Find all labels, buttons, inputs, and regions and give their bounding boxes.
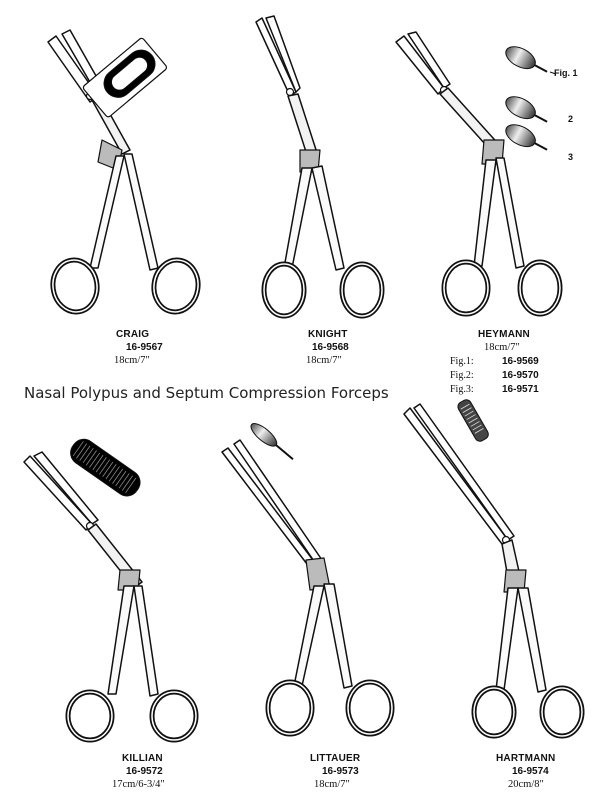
killian-forceps-drawing — [23, 438, 199, 743]
fig-tag-1: Fig. 1 — [554, 68, 578, 78]
instrument-name: CRAIG — [116, 329, 150, 340]
instrument-name: LITTAUER — [310, 753, 361, 764]
craig-label: CRAIG 16-9567 18cm/7" — [114, 328, 163, 367]
heymann-fig-1: Fig.1: 16-9569 — [450, 356, 539, 367]
heymann-fig-2: Fig.2: 16-9570 — [450, 370, 539, 381]
fig-label: Fig.1: — [450, 356, 474, 367]
instrument-name: KNIGHT — [308, 329, 348, 340]
instrument-code: 16-9574 — [512, 766, 549, 777]
fig-label: Fig.2: — [450, 370, 474, 381]
fig-label: Fig.3: — [450, 384, 474, 395]
instrument-code: 16-9573 — [322, 766, 359, 777]
craig-forceps-drawing — [47, 29, 201, 315]
instrument-name: HARTMANN — [496, 753, 556, 764]
hartmann-label: HARTMANN 16-9574 20cm/8" — [496, 752, 555, 791]
fig-code: 16-9571 — [502, 384, 539, 395]
knight-forceps-drawing — [255, 15, 385, 319]
instrument-size: 18cm/7" — [306, 355, 342, 366]
fig-code: 16-9569 — [502, 356, 539, 367]
heymann-fig-3: Fig.3: 16-9571 — [450, 384, 539, 395]
heymann-label: HEYMANN 18cm/7" — [478, 328, 530, 354]
killian-label: KILLIAN 16-9572 17cm/6-3/4" — [112, 752, 165, 791]
instrument-size: 17cm/6-3/4" — [112, 779, 165, 790]
instrument-size: 18cm/7" — [114, 355, 150, 366]
instrument-code: 16-9567 — [126, 342, 163, 353]
knight-label: KNIGHT 16-9568 18cm/7" — [306, 328, 349, 367]
instrument-size: 18cm/7" — [314, 779, 350, 790]
instrument-size: 18cm/7" — [484, 342, 520, 353]
littauer-forceps-drawing — [221, 423, 395, 737]
instrument-code: 16-9568 — [312, 342, 349, 353]
fig-code: 16-9570 — [502, 370, 539, 381]
instrument-code: 16-9572 — [126, 766, 163, 777]
fig-tag-2: 2 — [568, 114, 574, 124]
instrument-name: KILLIAN — [122, 753, 163, 764]
page-title: Nasal Polypus and Septum Compression For… — [24, 384, 389, 402]
heymann-forceps-drawing — [395, 31, 563, 317]
littauer-label: LITTAUER 16-9573 18cm/7" — [310, 752, 360, 791]
hartmann-forceps-drawing — [403, 399, 585, 739]
instrument-name: HEYMANN — [478, 329, 530, 340]
fig-tag-3: 3 — [568, 152, 574, 162]
instrument-size: 20cm/8" — [508, 779, 544, 790]
